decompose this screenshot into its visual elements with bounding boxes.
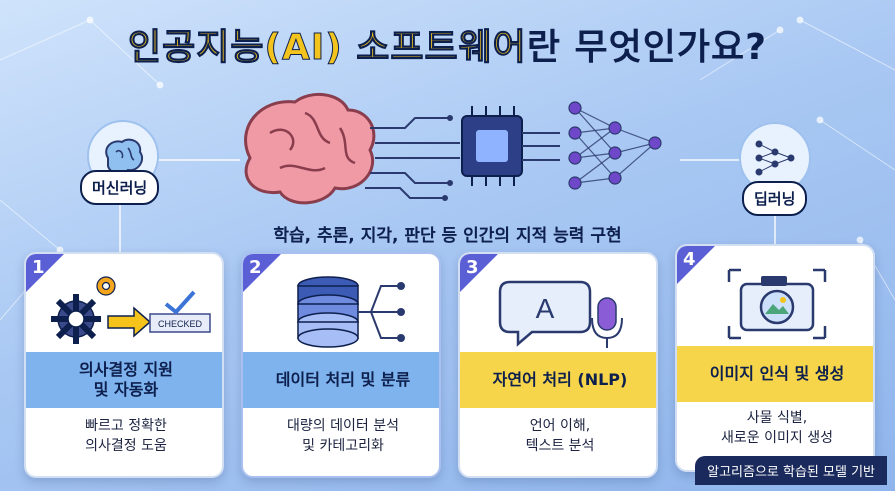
deep-learning-label: 딥러닝 [742,181,808,216]
database-icon [297,276,405,348]
camera-icon [727,268,827,340]
bubble-letter: A [536,293,555,324]
card-image-recognition: 4 이미지 인식 및 생성 사물 식별,새로운 이미지 생성 [675,244,875,472]
gears-checked-icon: CHECKED [51,276,211,344]
card-title: 이미지 인식 및 생성 [677,346,873,402]
title-highlight: 인공지능(AI) 소프트웨어 [128,27,527,69]
card-description: 언어 이해,텍스트 분석 [525,418,595,455]
machine-learning-label: 머신러닝 [80,170,160,205]
card-nlp: 3 A 자연어 처리 (NLP) 언어 이해,텍스트 분석 [458,252,658,478]
page-title: 인공지능(AI) 소프트웨어란 무엇인가요? [0,18,895,70]
card-description: 사물 식별,새로운 이미지 생성 [721,410,833,447]
neural-network-icon [568,101,662,190]
speech-microphone-icon: A [498,280,623,348]
brain-icon [244,92,376,205]
card-title: 데이터 처리 및 분류 [243,352,439,408]
card-title: 자연어 처리 (NLP) [460,352,656,408]
hero-illustration [244,92,662,205]
footer-note: 알고리즘으로 학습된 모델 기반 [695,456,887,485]
network-small-icon [755,140,795,176]
checked-badge-text: CHECKED [158,319,203,329]
chip-icon [461,106,523,186]
subtitle: 학습, 추론, 지각, 판단 등 인간의 지적 능력 구현 [273,226,622,246]
title-tail: 란 무엇인가요? [526,27,767,68]
